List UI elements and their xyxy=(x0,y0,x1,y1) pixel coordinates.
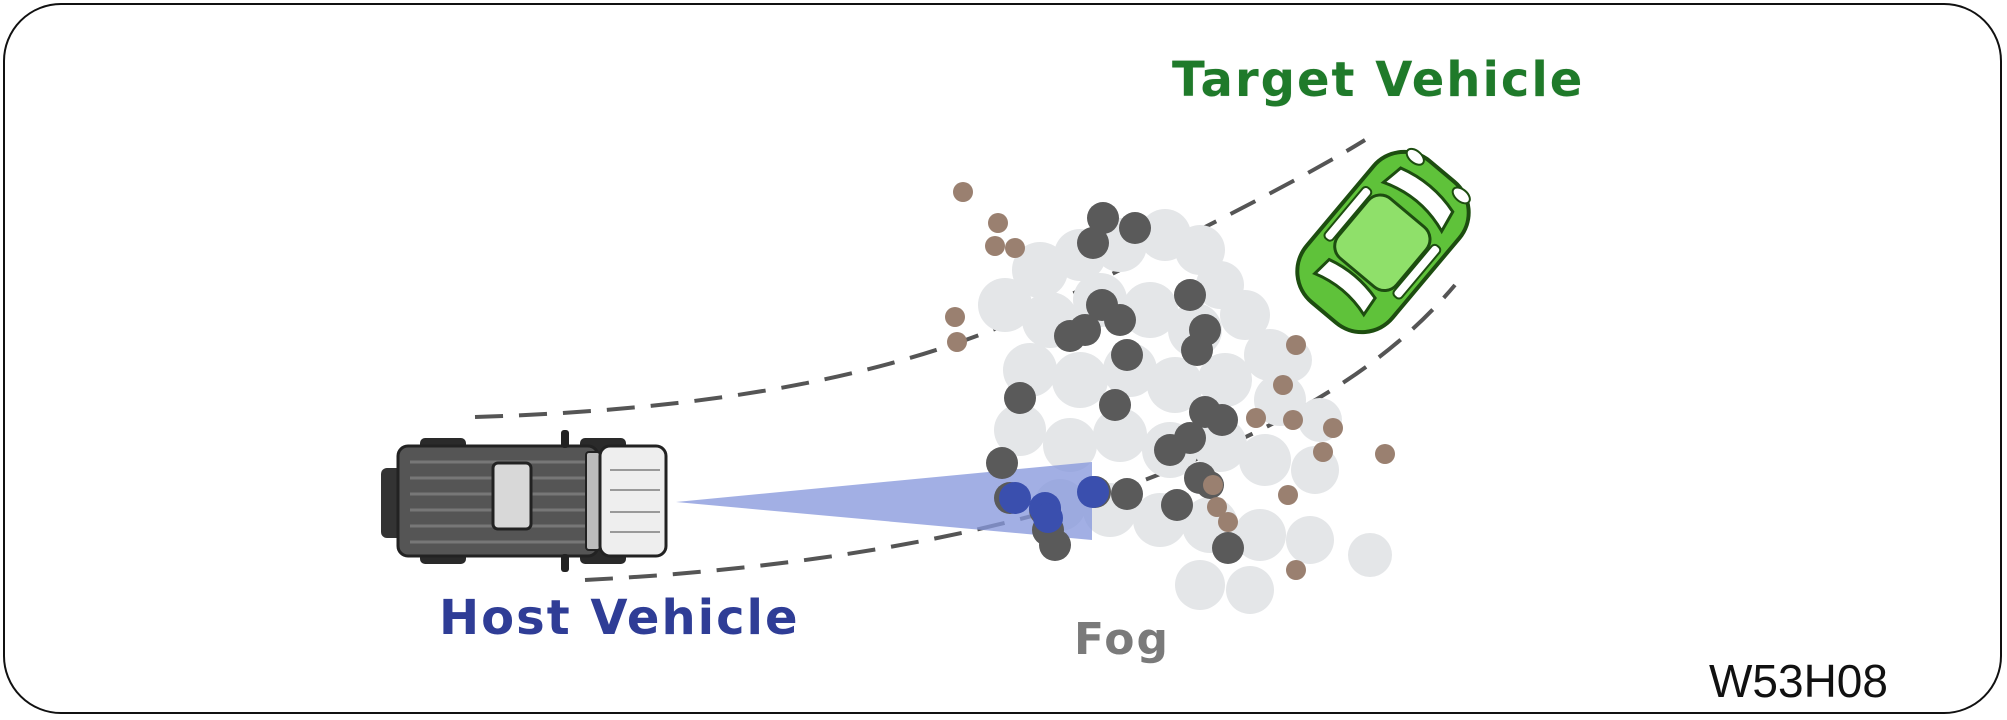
fog-droplet xyxy=(1104,304,1136,336)
fog-droplet xyxy=(1111,339,1143,371)
fog-droplet xyxy=(1212,532,1244,564)
fog-particle xyxy=(1323,418,1343,438)
detected-droplets xyxy=(999,476,1109,533)
fog-droplet xyxy=(1099,389,1131,421)
fog-droplet xyxy=(1154,434,1186,466)
fog-droplet xyxy=(1161,489,1193,521)
host-mirror-top xyxy=(561,430,569,448)
fog-puff xyxy=(1286,516,1334,564)
fog-puff xyxy=(978,278,1032,332)
fog-label: Fog xyxy=(1074,614,1170,665)
figure-code: W53H08 xyxy=(1709,655,1888,707)
fog-droplet xyxy=(1174,279,1206,311)
fog-particles-brown xyxy=(945,182,1395,580)
fog-droplet xyxy=(1181,334,1213,366)
fog-particle xyxy=(1203,475,1223,495)
fog-particle xyxy=(1286,560,1306,580)
fog-droplet xyxy=(1039,529,1071,561)
host-hood-lines xyxy=(610,469,660,533)
fog-puff xyxy=(1193,418,1247,472)
fog-particle xyxy=(1313,442,1333,462)
host-windshield xyxy=(585,451,601,551)
fog-puff xyxy=(1175,560,1225,610)
fog-particle xyxy=(1375,444,1395,464)
fog-particle xyxy=(1218,512,1238,532)
fog-puff xyxy=(1226,566,1274,614)
fog-droplet xyxy=(1111,478,1143,510)
fog-puff xyxy=(994,404,1046,456)
fog-droplet xyxy=(1119,212,1151,244)
fog-droplet xyxy=(1087,202,1119,234)
lane-line-upper xyxy=(474,138,1367,419)
target-headlight-left xyxy=(1405,147,1425,166)
target-side-window-top xyxy=(1323,185,1373,242)
fog-puff xyxy=(1147,357,1203,413)
radar-beam xyxy=(676,462,1092,540)
fog-particle xyxy=(1207,497,1227,517)
fog-puff xyxy=(1239,434,1291,486)
compact-car-top-view-icon xyxy=(1295,147,1471,335)
fog-particle xyxy=(1283,410,1303,430)
detected-droplet xyxy=(999,482,1031,514)
fog-particle xyxy=(1273,375,1293,395)
target-rear-window xyxy=(1312,257,1377,318)
fog-puff xyxy=(1198,353,1252,407)
fog-droplets-dark xyxy=(986,202,1244,564)
fog-particle xyxy=(1246,408,1266,428)
fog-puff xyxy=(1052,352,1108,408)
fog-puff xyxy=(1122,282,1178,338)
fog-droplet xyxy=(986,447,1018,479)
fog-particle xyxy=(953,182,973,202)
host-vehicle-label: Host Vehicle xyxy=(439,590,800,646)
fog-puff xyxy=(1043,418,1097,472)
fog-droplet xyxy=(1054,320,1086,352)
fog-puff xyxy=(1348,533,1392,577)
fog-puff xyxy=(1234,509,1286,561)
detected-droplet xyxy=(1077,476,1109,508)
fog-particle xyxy=(988,213,1008,233)
diagram-frame xyxy=(3,3,2002,714)
suv-top-view-icon xyxy=(381,430,668,572)
detected-droplet xyxy=(1033,503,1063,533)
fog-puff xyxy=(1220,290,1270,340)
fog-particle xyxy=(1005,238,1025,258)
fog-puff xyxy=(1093,408,1147,462)
fog-droplet xyxy=(1004,382,1036,414)
target-side-window-bottom xyxy=(1392,243,1442,300)
fog-particle xyxy=(1278,485,1298,505)
fog-cloud-light xyxy=(978,209,1392,614)
fog-droplet xyxy=(1206,404,1238,436)
host-mirror-bottom xyxy=(561,554,569,572)
target-roof xyxy=(1333,193,1432,293)
target-windshield xyxy=(1380,166,1455,235)
fog-particle xyxy=(947,332,967,352)
target-vehicle-label: Target Vehicle xyxy=(1172,52,1585,108)
fog-puff xyxy=(1012,242,1068,298)
fog-droplet xyxy=(1077,227,1109,259)
fog-particle xyxy=(1286,335,1306,355)
host-hood xyxy=(598,444,668,558)
fog-particle xyxy=(985,236,1005,256)
target-headlight-right xyxy=(1451,186,1471,205)
fog-particle xyxy=(945,307,965,327)
host-sunroof xyxy=(491,461,533,531)
